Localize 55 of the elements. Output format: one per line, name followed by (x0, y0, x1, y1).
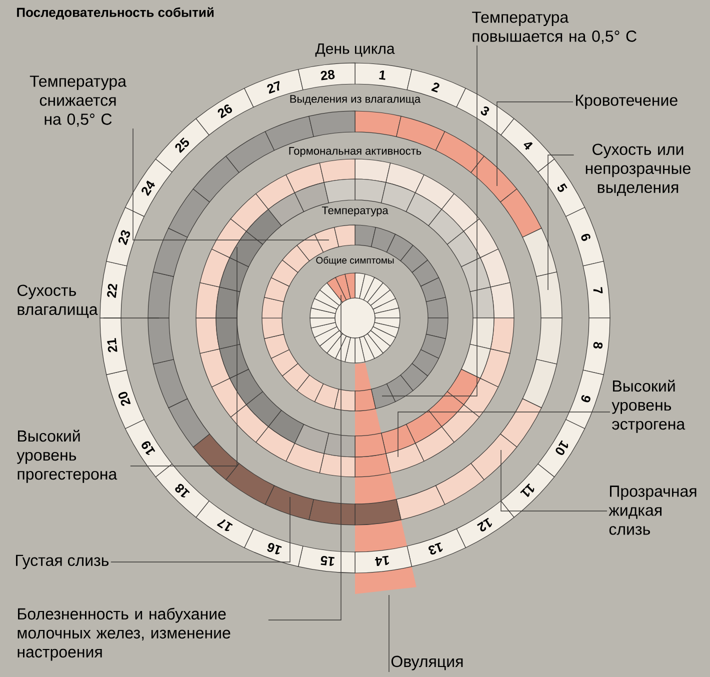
day-number: 21 (107, 338, 118, 352)
ring-title: Гормональная активность (289, 147, 422, 157)
day-number: 19 (142, 441, 156, 456)
day-number: 12 (477, 518, 492, 532)
leader-line (548, 154, 574, 290)
day-number: 4 (524, 142, 533, 150)
wheel-heading: День цикла (315, 43, 395, 57)
callout-text: Температура снижается на 0,5° С (30, 76, 126, 127)
day-number: 5 (558, 183, 568, 192)
leader-line (500, 450, 608, 512)
day-number: 17 (216, 519, 233, 531)
day-number: 20 (118, 392, 131, 406)
leader-line (388, 594, 390, 672)
day-number: 26 (218, 104, 232, 118)
leader-line (132, 128, 330, 240)
day-number: 28 (320, 70, 335, 80)
callout-text: Сухость влагалища (18, 284, 98, 318)
day-number: 8 (593, 342, 603, 349)
ring-title: Выделения из влагалища (290, 95, 421, 105)
leader-line (382, 45, 478, 396)
leader-line (268, 294, 342, 620)
callout-text: Высокий уровень прогестерона (16, 430, 118, 483)
day-number: 24 (142, 180, 155, 196)
callout-text: Болезненность и набухание молочных желез, изменение настроения (18, 608, 230, 661)
day-number: 10 (556, 440, 568, 455)
day-number: 11 (520, 483, 534, 498)
day-number: 15 (320, 556, 334, 566)
callout-text: Прозрачная жидкая слизь (608, 486, 696, 535)
title: Последовательность событий (17, 7, 214, 20)
callout-text: Кровотечение (576, 94, 678, 110)
leader-line (398, 412, 610, 458)
day-number: 1 (379, 70, 386, 80)
callout-text: Высокий уровень эстрогена (612, 380, 686, 433)
day-number: 7 (593, 287, 603, 294)
day-number: 25 (175, 137, 189, 154)
leader-line (130, 246, 238, 466)
day-number: 6 (581, 234, 590, 241)
callout-text: Сухость или непрозрачные выделения (586, 144, 690, 196)
day-number: 27 (267, 80, 280, 94)
day-number: 9 (581, 395, 590, 402)
callout-text: Температура повышается на 0,5° С (472, 12, 636, 44)
day-number: 23 (118, 230, 130, 246)
leader-line (110, 496, 290, 562)
day-number: 14 (374, 556, 390, 566)
day-number: 22 (107, 284, 118, 298)
leader-line (496, 102, 574, 186)
day-number: 3 (480, 106, 490, 116)
ring-title: Температура (322, 206, 388, 216)
day-number: 2 (431, 82, 440, 92)
callout-text: Овуляция (391, 656, 463, 670)
day-number: 18 (175, 484, 190, 498)
day-number: 13 (428, 542, 443, 555)
callout-text: Густая слизь (16, 554, 109, 570)
ring-title: Общие симптомы (316, 256, 394, 266)
day-number: 16 (267, 542, 282, 554)
